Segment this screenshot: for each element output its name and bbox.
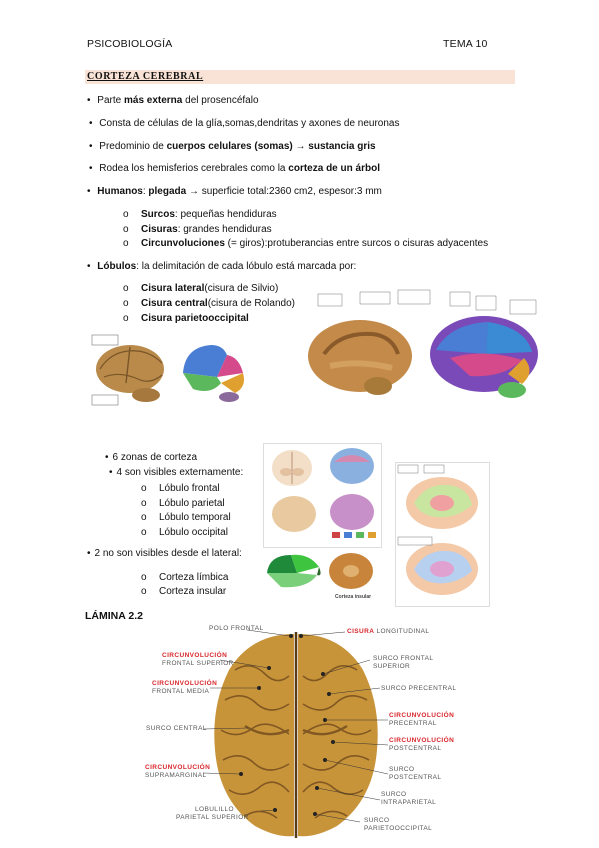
label-surco-postcentral: SURCO bbox=[389, 766, 415, 773]
figure-medial-brain bbox=[300, 288, 542, 415]
label-surco-precentral: SURCO PRECENTRAL bbox=[381, 685, 457, 692]
label-surco-intraparietal-sub: INTRAPARIETAL bbox=[381, 799, 437, 806]
figure-lobe-map: Corteza insular bbox=[263, 549, 380, 607]
bullet-outermost: Parte más externa del prosencéfalo bbox=[87, 95, 258, 107]
figure-lateral-brain bbox=[90, 333, 174, 411]
bullet-six-zones: 6 zonas de corteza bbox=[105, 452, 198, 464]
label-precentral-sub: PRECENTRAL bbox=[389, 720, 437, 727]
label-postcentral-sub: POSTCENTRAL bbox=[389, 745, 442, 752]
header-subject: PSICOBIOLOGÍA bbox=[87, 38, 173, 50]
label-surco-central: SURCO CENTRAL bbox=[146, 725, 207, 732]
label-surco-postcentral-sub: POSTCENTRAL bbox=[389, 774, 442, 781]
bullet-gray-matter: Predominio de cuerpos celulares (somas) … bbox=[89, 141, 375, 153]
insula-caption: Corteza insular bbox=[335, 594, 372, 600]
label-surco-intraparietal: SURCO bbox=[381, 791, 407, 798]
bullet-two-hidden: 2 no son visibles desde el lateral: bbox=[87, 548, 242, 560]
bullet-bark: Rodea los hemisferios cerebrales como la… bbox=[89, 163, 380, 175]
bullet-humans: Humanos: plegada → superficie total:2360… bbox=[87, 186, 382, 198]
label-frontal-media-sub: FRONTAL MEDIA bbox=[152, 688, 210, 695]
label-frontal-media: CIRCUNVOLUCIÓN bbox=[152, 680, 218, 687]
figure-brain-dorsal bbox=[205, 630, 387, 842]
label-frontal-superior-sub: FRONTAL SUPERIOR bbox=[162, 660, 234, 667]
bullet-lobes: Lóbulos: la delimitación de cada lóbulo … bbox=[87, 261, 356, 273]
header-topic: TEMA 10 bbox=[443, 38, 488, 50]
figure-lobes-colored bbox=[177, 333, 252, 411]
label-supramarginal-sub: SUPRAMARGINAL bbox=[145, 772, 207, 779]
label-surco-parietooccipital: SURCO bbox=[364, 817, 390, 824]
label-cisura-longitudinal: CISURA LONGITUDINAL bbox=[347, 628, 430, 635]
label-surco-parietooccipital-sub: PARIETOOCCIPITAL bbox=[364, 825, 433, 832]
figure-coronal-sections bbox=[263, 443, 382, 548]
label-lobulillo: LOBULILLO bbox=[195, 806, 235, 813]
label-polo-frontal: POLO FRONTAL bbox=[209, 625, 264, 632]
figure-medial-limbic bbox=[395, 462, 490, 607]
plate-title: LÁMINA 2.2 bbox=[85, 610, 143, 622]
bullet-composition: Consta de células de la glía,somas,dendr… bbox=[89, 118, 399, 130]
section-title: CORTEZA CEREBRAL bbox=[87, 71, 204, 82]
bullet-four-visible: 4 son visibles externamente: bbox=[109, 467, 244, 479]
label-surco-frontal-superior-sub: SUPERIOR bbox=[373, 663, 411, 670]
section-highlight bbox=[85, 70, 515, 84]
label-frontal-superior: CIRCUNVOLUCIÓN bbox=[162, 652, 228, 659]
label-postcentral: CIRCUNVOLUCIÓN bbox=[389, 737, 455, 744]
label-surco-frontal-superior: SURCO FRONTAL bbox=[373, 655, 434, 662]
label-supramarginal: CIRCUNVOLUCIÓN bbox=[145, 764, 211, 771]
label-lobulillo-sub: PARIETAL SUPERIOR bbox=[176, 814, 249, 821]
label-precentral: CIRCUNVOLUCIÓN bbox=[389, 712, 455, 719]
